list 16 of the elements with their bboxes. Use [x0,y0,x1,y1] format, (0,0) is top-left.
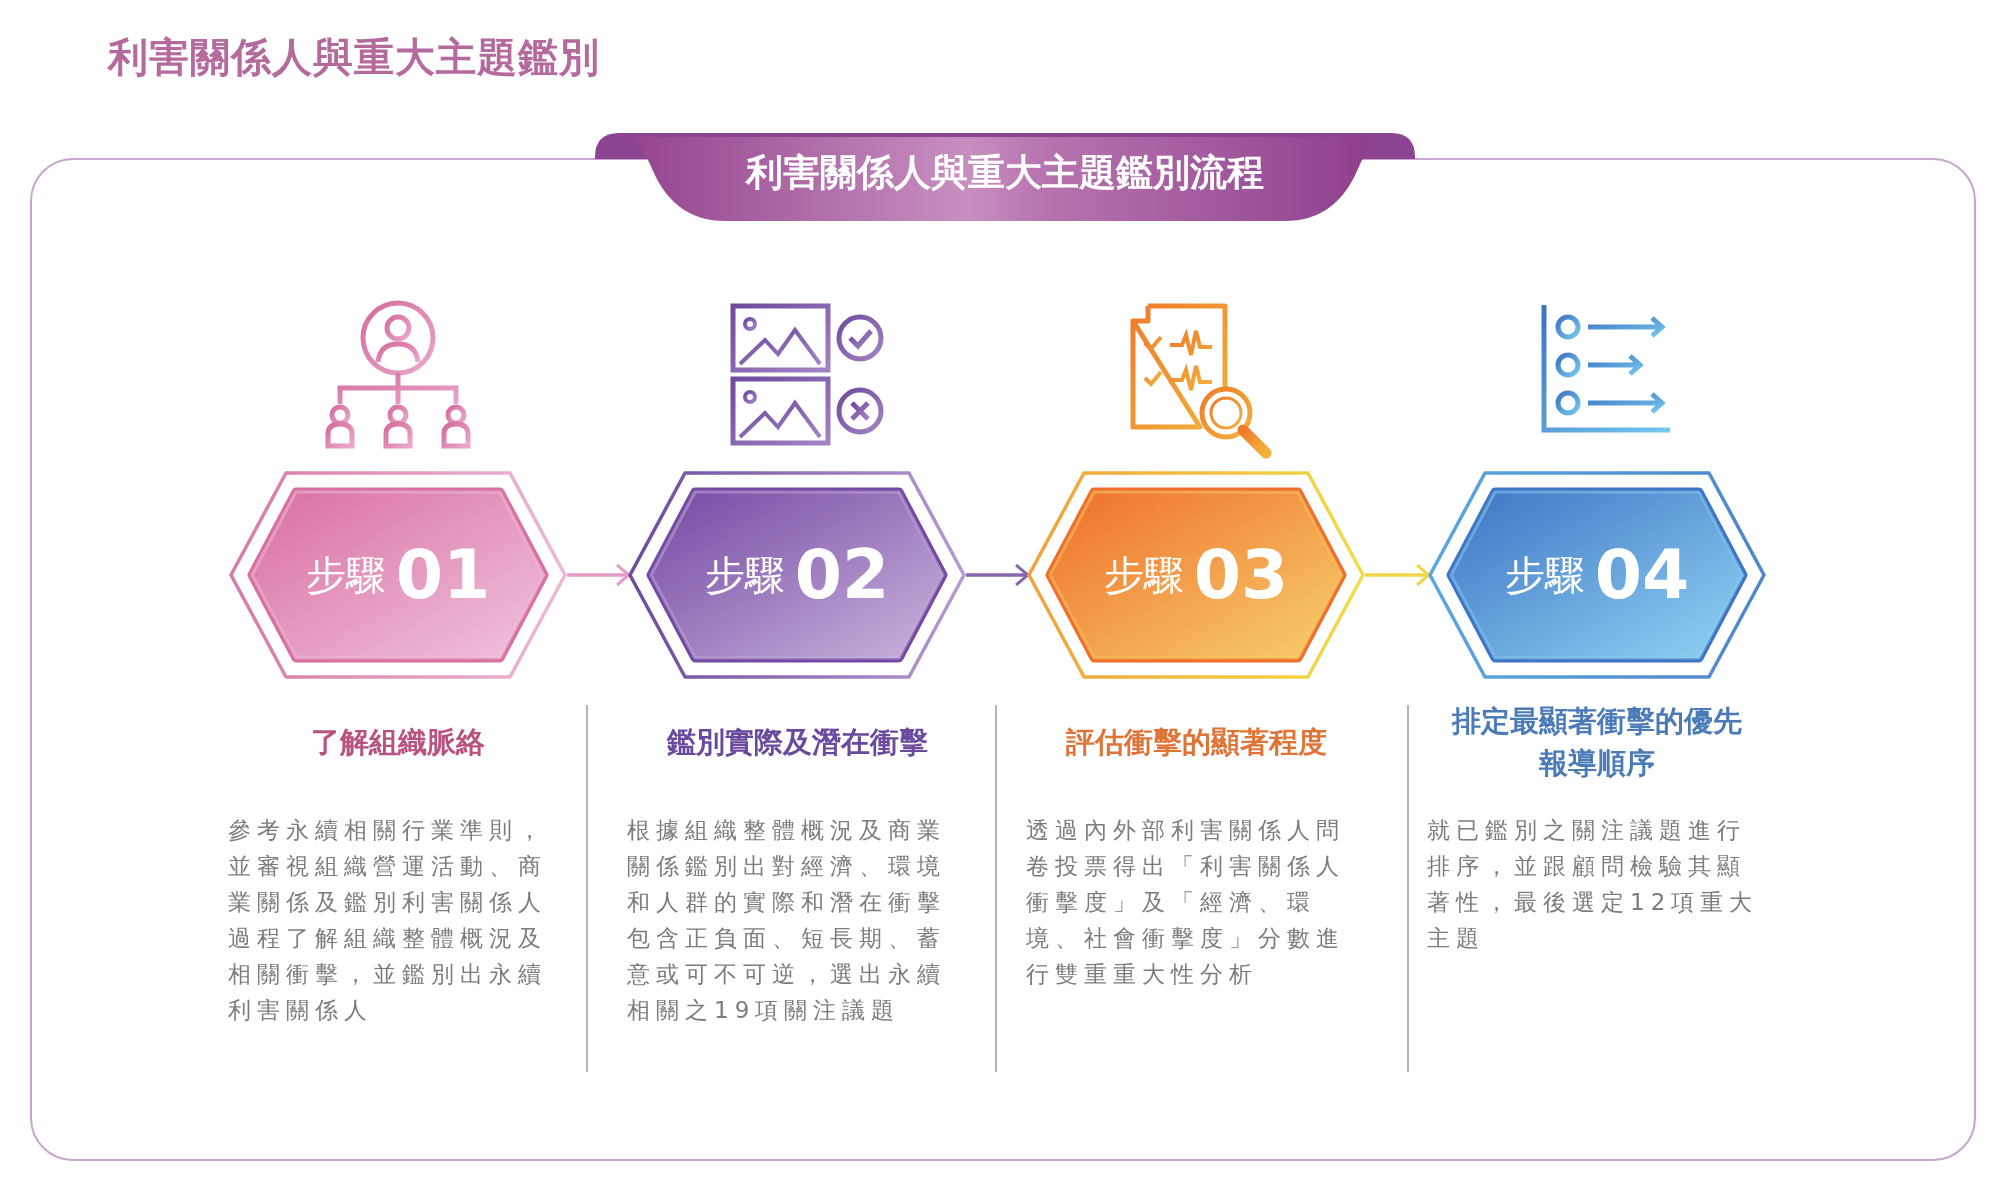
step-heading: 評估衝擊的顯著程度 [1065,724,1327,761]
arrow [966,563,1030,587]
step-hexagon: 步驟 03 [1026,470,1366,680]
step-heading: 排定最顯著衝擊的優先報導順序 [1450,703,1743,782]
step-description: 透過內外部利害關係人問卷投票得出「利害關係人衝擊度」及「經濟、環境、社會衝擊度」分數進行雙重重大性分析 [1026,816,1346,989]
step-description: 根據組織整體概況及商業關係鑑別出對經濟、環境和人群的實際和潛在衝擊包含正負面、短長期、蓄意或可不可逆，選出永續相關之19項關注議題 [627,816,947,1025]
step-heading: 鑑別實際及潛在衝擊 [666,724,928,761]
step-description: 參考永續相關行業準則，並審視組織營運活動、商業關係及鑑別利害關係人過程了解組織整體概況及相關衝擊，並鑑別出永續利害關係人 [228,816,548,1025]
step-description: 就已鑑別之關注議題進行排序，並跟顧問檢驗其顯著性，最後選定12項重大主題 [1427,816,1760,953]
step-hexagon: 步驟 04 [1427,470,1767,680]
step-heading: 了解組織脈絡 [311,724,485,761]
page-title: 利害關係人與重大主題鑑別 [108,33,600,82]
step-hexagon: 步驟 02 [627,470,967,680]
arrow [567,563,631,587]
arrow [1365,563,1431,587]
step-hexagon: 步驟 01 [228,470,568,680]
